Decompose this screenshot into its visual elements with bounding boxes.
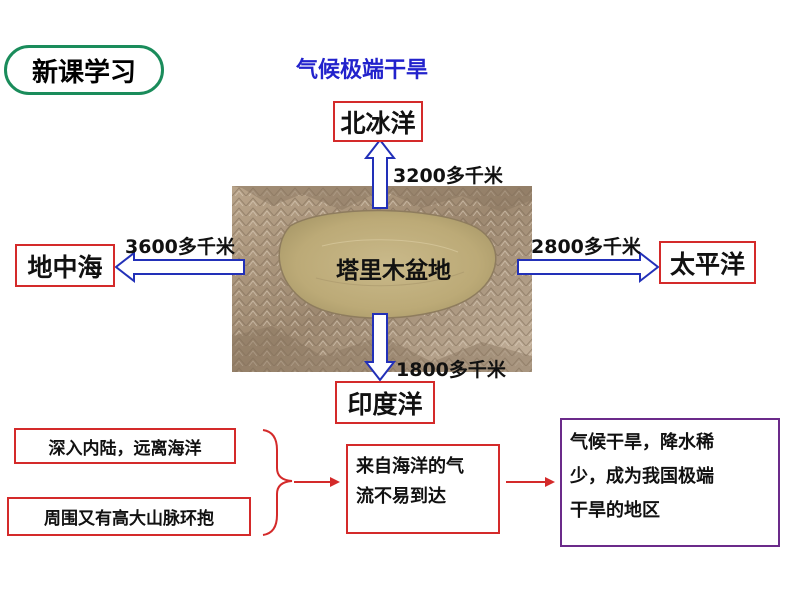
result-line-3: 干旱的地区 <box>570 500 660 521</box>
result-line-2: 少，成为我国极端 <box>570 466 714 487</box>
cause-box-2: 周围又有高大山脉环抱 <box>7 497 251 536</box>
effect-box: 来自海洋的气 流不易到达 <box>346 444 500 534</box>
cause-brace <box>262 429 293 536</box>
cause-box-1: 深入内陆，远离海洋 <box>14 428 236 464</box>
result-box: 气候干旱，降水稀 少，成为我国极端 干旱的地区 <box>560 418 780 547</box>
section-badge: 新课学习 <box>4 45 164 95</box>
basin-label: 塔里木盆地 <box>336 258 451 284</box>
effect-line-1: 来自海洋的气 <box>356 456 464 477</box>
terrain-illustration <box>232 186 532 372</box>
ocean-east-name: 太平洋 <box>669 249 745 279</box>
flow-arrow-2 <box>506 477 555 487</box>
distance-west: 3600多千米 <box>125 236 235 258</box>
effect-line-2: 流不易到达 <box>356 486 446 507</box>
ocean-north-name: 北冰洋 <box>340 108 416 138</box>
flow-arrow-1 <box>294 477 340 487</box>
distance-east: 2800多千米 <box>531 236 641 258</box>
cause-text-1: 深入内陆，远离海洋 <box>48 438 202 459</box>
section-badge-label: 新课学习 <box>31 57 136 88</box>
ocean-west-name: 地中海 <box>27 252 103 282</box>
cause-text-2: 周围又有高大山脉环抱 <box>44 509 214 529</box>
distance-south: 1800多千米 <box>396 359 506 381</box>
ocean-west-box: 地中海 <box>15 244 115 287</box>
ocean-south-box: 印度洋 <box>335 381 435 424</box>
ocean-north-box: 北冰洋 <box>333 101 423 142</box>
ocean-south-name: 印度洋 <box>347 389 423 419</box>
ocean-east-box: 太平洋 <box>659 241 756 284</box>
tarim-basin-map <box>232 186 532 372</box>
result-line-1: 气候干旱，降水稀 <box>570 432 714 453</box>
distance-north: 3200多千米 <box>393 165 503 187</box>
diagram-title: 气候极端干旱 <box>296 58 429 83</box>
